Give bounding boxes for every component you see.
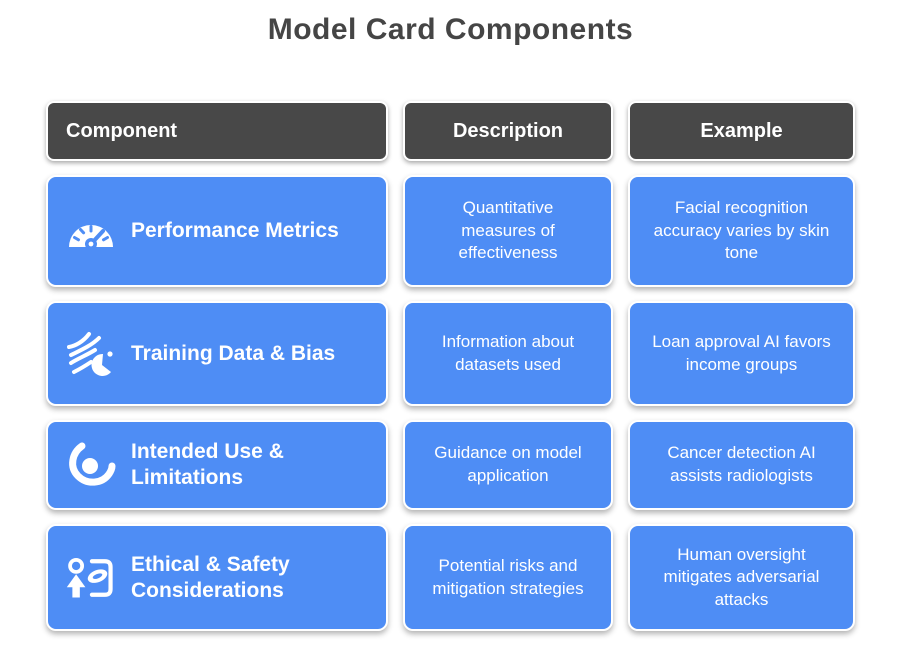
description-text: Potential risks and mitigation strategie…: [432, 555, 584, 598]
holding-circle-icon: [64, 439, 118, 491]
header-example-label: Example: [700, 119, 783, 142]
header-component-label: Component: [66, 119, 178, 142]
table-row-intended-use-component: Intended Use & Limitations: [46, 420, 388, 510]
table-row-ethical-example: Human oversight mitigates adversarial at…: [628, 524, 855, 631]
header-component: Component: [46, 101, 388, 161]
table-row-training-description: Information about datasets used: [403, 301, 613, 406]
header-example: Example: [628, 101, 855, 161]
component-label: Ethical & Safety Considerations: [131, 552, 290, 602]
gauge-icon: [64, 205, 118, 257]
description-text: Guidance on model application: [434, 443, 582, 485]
data-flow-icon: [64, 328, 118, 380]
person-presentation-icon: [64, 552, 118, 604]
table-row-intended-use-description: Guidance on model application: [403, 420, 613, 510]
component-label: Intended Use & Limitations: [131, 440, 284, 489]
table-row-ethical-description: Potential risks and mitigation strategie…: [403, 524, 613, 631]
page-title: Model Card Components: [267, 13, 634, 46]
table-row-training-component: Training Data & Bias: [46, 301, 388, 406]
component-label: Performance Metrics: [131, 219, 339, 243]
description-text: Quantitative measures of effectiveness: [458, 198, 558, 263]
table-row-performance-example: Facial recognition accuracy varies by sk…: [628, 175, 855, 287]
components-table: Component Description Example: [46, 101, 855, 631]
header-description-label: Description: [452, 119, 564, 142]
description-text: Information about datasets used: [441, 331, 575, 374]
table-row-intended-use-example: Cancer detection AI assists radiologists: [628, 420, 855, 510]
header-description: Description: [403, 101, 613, 161]
table-row-training-example: Loan approval AI favors income groups: [628, 301, 855, 406]
table-row-ethical-component: Ethical & Safety Considerations: [46, 524, 388, 631]
example-text: Facial recognition accuracy varies by sk…: [653, 198, 830, 263]
component-label: Training Data & Bias: [131, 341, 336, 365]
table-row-performance-component: Performance Metrics: [46, 175, 388, 287]
example-text: Cancer detection AI assists radiologists: [667, 443, 816, 485]
example-text: Human oversight mitigates adversarial at…: [663, 544, 820, 609]
table-row-performance-description: Quantitative measures of effectiveness: [403, 175, 613, 287]
example-text: Loan approval AI favors income groups: [652, 331, 831, 374]
